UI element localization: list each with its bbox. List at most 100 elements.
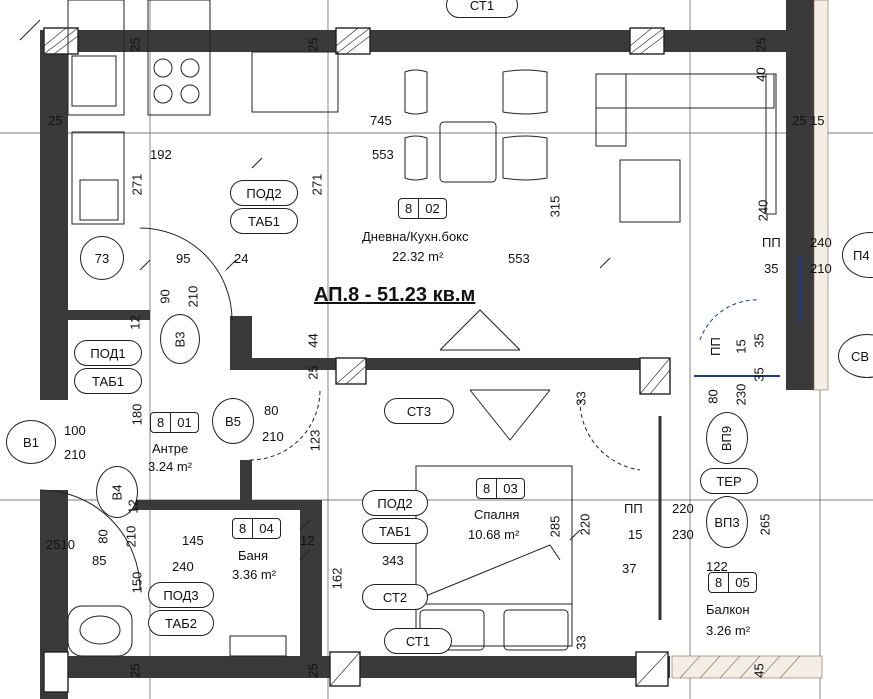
finish-pod2-living: ПОД2	[230, 180, 298, 206]
room-code: 01	[170, 413, 197, 432]
room-area: 10.68 m²	[468, 527, 520, 542]
dim: 285	[547, 515, 563, 538]
dim: 33	[573, 635, 589, 650]
dim: 24	[234, 251, 249, 266]
dim: 343	[382, 553, 404, 568]
room-tag-04: 8 04	[232, 518, 281, 539]
room-area: 22.32 m²	[392, 249, 444, 264]
wall-kitchen-v	[60, 310, 150, 320]
dim: 230	[672, 527, 694, 542]
wall-top	[40, 30, 800, 52]
dim: 12	[125, 499, 141, 514]
room-code: 05	[728, 573, 755, 592]
finish-ct1-top: СТ1	[446, 0, 518, 18]
finish-ter: ТЕР	[700, 468, 758, 494]
room-name: Спалня	[474, 507, 520, 522]
room-no: 8	[483, 481, 491, 496]
room-code: 02	[418, 199, 445, 218]
dim: 210	[810, 261, 832, 276]
dim: 25	[48, 113, 63, 128]
door-mark-b3: В3	[160, 314, 200, 364]
dim: 265	[757, 513, 773, 536]
dim: 271	[309, 173, 325, 196]
dim: 90	[157, 289, 173, 304]
finish-ct3: СТ3	[384, 398, 454, 424]
dim: ПП	[624, 501, 643, 516]
dim: 37	[622, 561, 637, 576]
room-no: 8	[715, 575, 723, 590]
dim: 25	[753, 37, 769, 52]
dim: 230	[733, 383, 749, 406]
dim: 271	[129, 173, 145, 196]
dim: ПП	[762, 235, 781, 250]
finish-pod3-bath: ПОД3	[148, 582, 214, 608]
room-area: 3.36 m²	[232, 567, 277, 582]
dim: 150	[129, 571, 145, 594]
dim: 192	[150, 147, 172, 162]
wall-bath-right	[300, 500, 322, 670]
room-tag-05: 8 05	[708, 572, 757, 593]
dim: 15	[733, 339, 749, 354]
room-code: 04	[252, 519, 279, 538]
finish-tab1-bed: ТАБ1	[362, 518, 428, 544]
dim: 315	[547, 195, 563, 218]
finish-ct2: СТ2	[362, 584, 428, 610]
dim: 210	[123, 525, 139, 548]
finish-tab1-entry: ТАБ1	[74, 368, 142, 394]
apartment-title: АП.8 - 51.23 кв.м	[314, 284, 476, 306]
dim: ПП	[707, 337, 723, 356]
dim: 25	[305, 663, 321, 678]
dim: 240	[755, 199, 771, 222]
dim: 2510	[46, 537, 75, 552]
dim: 180	[129, 403, 145, 426]
dim: 162	[329, 567, 345, 590]
dim: 25	[127, 663, 143, 678]
dim: 553	[372, 147, 394, 162]
dim: 240	[810, 235, 832, 250]
wall-closet	[230, 316, 252, 370]
dim: 122	[706, 559, 728, 574]
door-mark-b1: В1	[6, 420, 56, 464]
room-no: 8	[157, 415, 165, 430]
dim: 80	[705, 389, 721, 404]
room-tag-03: 8 03	[476, 478, 525, 499]
room-area: 3.24 m²	[148, 459, 193, 474]
dim: 33	[573, 391, 589, 406]
finish-pod2-bed: ПОД2	[362, 490, 428, 516]
window-mark-vp9: ВП9	[706, 412, 748, 464]
wall-bath-top	[130, 500, 310, 510]
finish-pod1-entry: ПОД1	[74, 340, 142, 366]
room-name: Балкон	[706, 602, 750, 617]
dim: 40	[753, 67, 769, 82]
wall-right	[786, 0, 814, 390]
wall-left	[40, 30, 68, 400]
room-name: Дневна/Кухн.бокс	[362, 229, 469, 244]
dim: 80	[264, 403, 279, 418]
dim: 80	[95, 529, 111, 544]
dim: 240	[172, 559, 194, 574]
room-tag-01: 8 01	[150, 412, 199, 433]
dim: 145	[182, 533, 204, 548]
dim: 25	[305, 37, 321, 52]
dim: 25	[127, 37, 143, 52]
dim: 25	[305, 365, 321, 380]
appliance-mark-73: 73	[80, 236, 124, 280]
room-name: Баня	[238, 548, 268, 563]
dim: 35	[751, 333, 767, 348]
finish-ct1-bottom: СТ1	[384, 628, 452, 654]
dim: 210	[185, 285, 201, 308]
dim: 12	[127, 315, 143, 330]
dim: 210	[262, 429, 284, 444]
room-code: 03	[496, 479, 523, 498]
dim: 553	[508, 251, 530, 266]
dim: 35	[764, 261, 779, 276]
room-name: Антре	[152, 441, 189, 456]
finish-tab1-living: ТАБ1	[230, 208, 298, 234]
window-mark-vp3: ВП3	[706, 496, 748, 548]
dim: 95	[176, 251, 191, 266]
dim: 44	[305, 333, 321, 348]
dim: 25 15	[792, 113, 825, 128]
room-no: 8	[405, 201, 413, 216]
dim: 220	[672, 501, 694, 516]
